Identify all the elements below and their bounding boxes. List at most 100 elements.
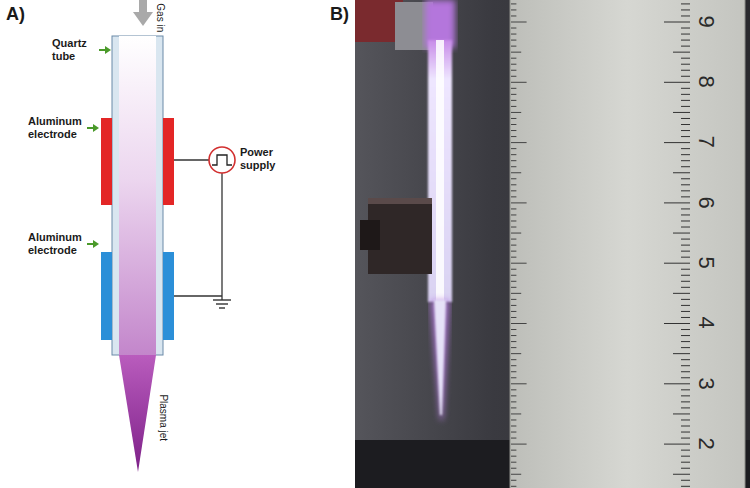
ruler-tick	[681, 432, 690, 433]
ruler-tick	[511, 34, 516, 35]
hv-electrode	[101, 118, 174, 205]
ruler-tick	[511, 196, 516, 197]
plasma-jet-cone	[119, 355, 156, 472]
ruler-tick	[511, 76, 516, 77]
ruler-tick	[511, 317, 516, 318]
ruler-tick	[681, 359, 690, 360]
ruler-tick	[681, 287, 690, 288]
ruler-tick	[511, 438, 516, 439]
ruler-tick	[511, 184, 516, 185]
ruler-tick	[511, 468, 516, 469]
hv-electrode-part	[101, 118, 112, 205]
ruler-tick	[511, 299, 516, 300]
ruler-tick	[681, 365, 690, 366]
ruler-tick	[664, 383, 690, 384]
ruler-tick	[511, 432, 516, 433]
ruler-tick	[681, 100, 690, 101]
ruler-tick	[681, 166, 690, 167]
ruler-tick	[681, 389, 690, 390]
ruler-tick	[511, 365, 516, 366]
ruler-tick	[681, 257, 690, 258]
ruler-tick	[511, 444, 527, 445]
ruler-tick	[511, 88, 516, 89]
ruler-tick	[511, 401, 516, 402]
ruler-tick	[511, 419, 516, 420]
ruler-tick	[511, 227, 516, 228]
ruler-tick	[511, 371, 516, 372]
ruler-tick	[681, 468, 690, 469]
ruler-tick	[681, 371, 690, 372]
ruler-number: 2	[693, 438, 718, 450]
ruler-tick	[511, 456, 516, 457]
ruler-number: 4	[693, 317, 718, 329]
ruler-tick	[511, 28, 516, 29]
ruler-tick	[511, 202, 527, 203]
ruler-tick	[511, 82, 527, 83]
ruler-tick	[673, 52, 690, 53]
ruler-tick	[681, 245, 690, 246]
ruler-tick	[681, 148, 690, 149]
ruler-tick	[673, 353, 690, 354]
ruler-tick	[511, 9, 516, 10]
ruler-number: 6	[693, 197, 718, 209]
plasma-jet-label: Plasma jet	[157, 395, 169, 442]
ruler-tick	[511, 462, 516, 463]
ruler-tick	[511, 160, 516, 161]
ruler-tick	[511, 311, 516, 312]
ruler-tick	[681, 305, 690, 306]
ruler-tick	[681, 480, 690, 481]
ruler-number: 9	[693, 16, 718, 28]
ruler-tick	[511, 347, 516, 348]
ruler-tick	[511, 413, 521, 414]
quartz-tube	[112, 36, 163, 355]
ruler-tick	[511, 94, 516, 95]
panel-letter: A)	[6, 4, 25, 25]
part-label: Power supply	[240, 146, 286, 171]
ruler-tick	[511, 275, 516, 276]
ruler-tick	[681, 106, 690, 107]
ruler-tick	[511, 395, 516, 396]
ruler-tick	[681, 456, 690, 457]
ruler-tick	[511, 239, 516, 240]
photo-panel-part	[368, 198, 432, 204]
quartz-tube-part	[119, 36, 156, 355]
ruler-tick	[664, 22, 690, 23]
ground-symbol-part	[213, 299, 231, 300]
ruler-tick	[681, 28, 690, 29]
ruler-tick	[673, 413, 690, 414]
pointer-arrows	[87, 46, 111, 248]
ruler-tick	[511, 142, 527, 143]
ruler-tick	[681, 227, 690, 228]
hv-electrode-part	[163, 118, 174, 205]
ruler-tick	[681, 208, 690, 209]
ruler-tick	[511, 480, 516, 481]
ruler-tick	[511, 166, 516, 167]
photo-panel-part	[510, 0, 745, 488]
ruler-tick	[511, 486, 516, 487]
panel-letter: B)	[330, 4, 349, 25]
photo-panel	[355, 0, 750, 488]
ruler-tick	[511, 15, 516, 16]
part-label: Quartz tube	[52, 37, 98, 62]
pointer-arrows-part	[105, 46, 111, 54]
ground-electrode-part	[101, 252, 112, 340]
ruler-number: 8	[693, 76, 718, 88]
ruler-tick	[681, 275, 690, 276]
ruler-tick	[511, 106, 516, 107]
ruler-tick	[511, 233, 521, 234]
ruler-tick	[681, 419, 690, 420]
ruler-tick	[681, 178, 690, 179]
ground-symbol	[213, 300, 231, 308]
ruler-tick	[681, 9, 690, 10]
ruler-tick	[511, 263, 527, 264]
ruler-tick	[681, 407, 690, 408]
ruler-number: 5	[693, 257, 718, 269]
ruler-tick	[511, 269, 516, 270]
ruler-tick	[664, 142, 690, 143]
ruler-tick	[681, 196, 690, 197]
ruler-tick	[511, 40, 516, 41]
ruler-tick	[511, 257, 516, 258]
ruler-tick	[511, 251, 516, 252]
